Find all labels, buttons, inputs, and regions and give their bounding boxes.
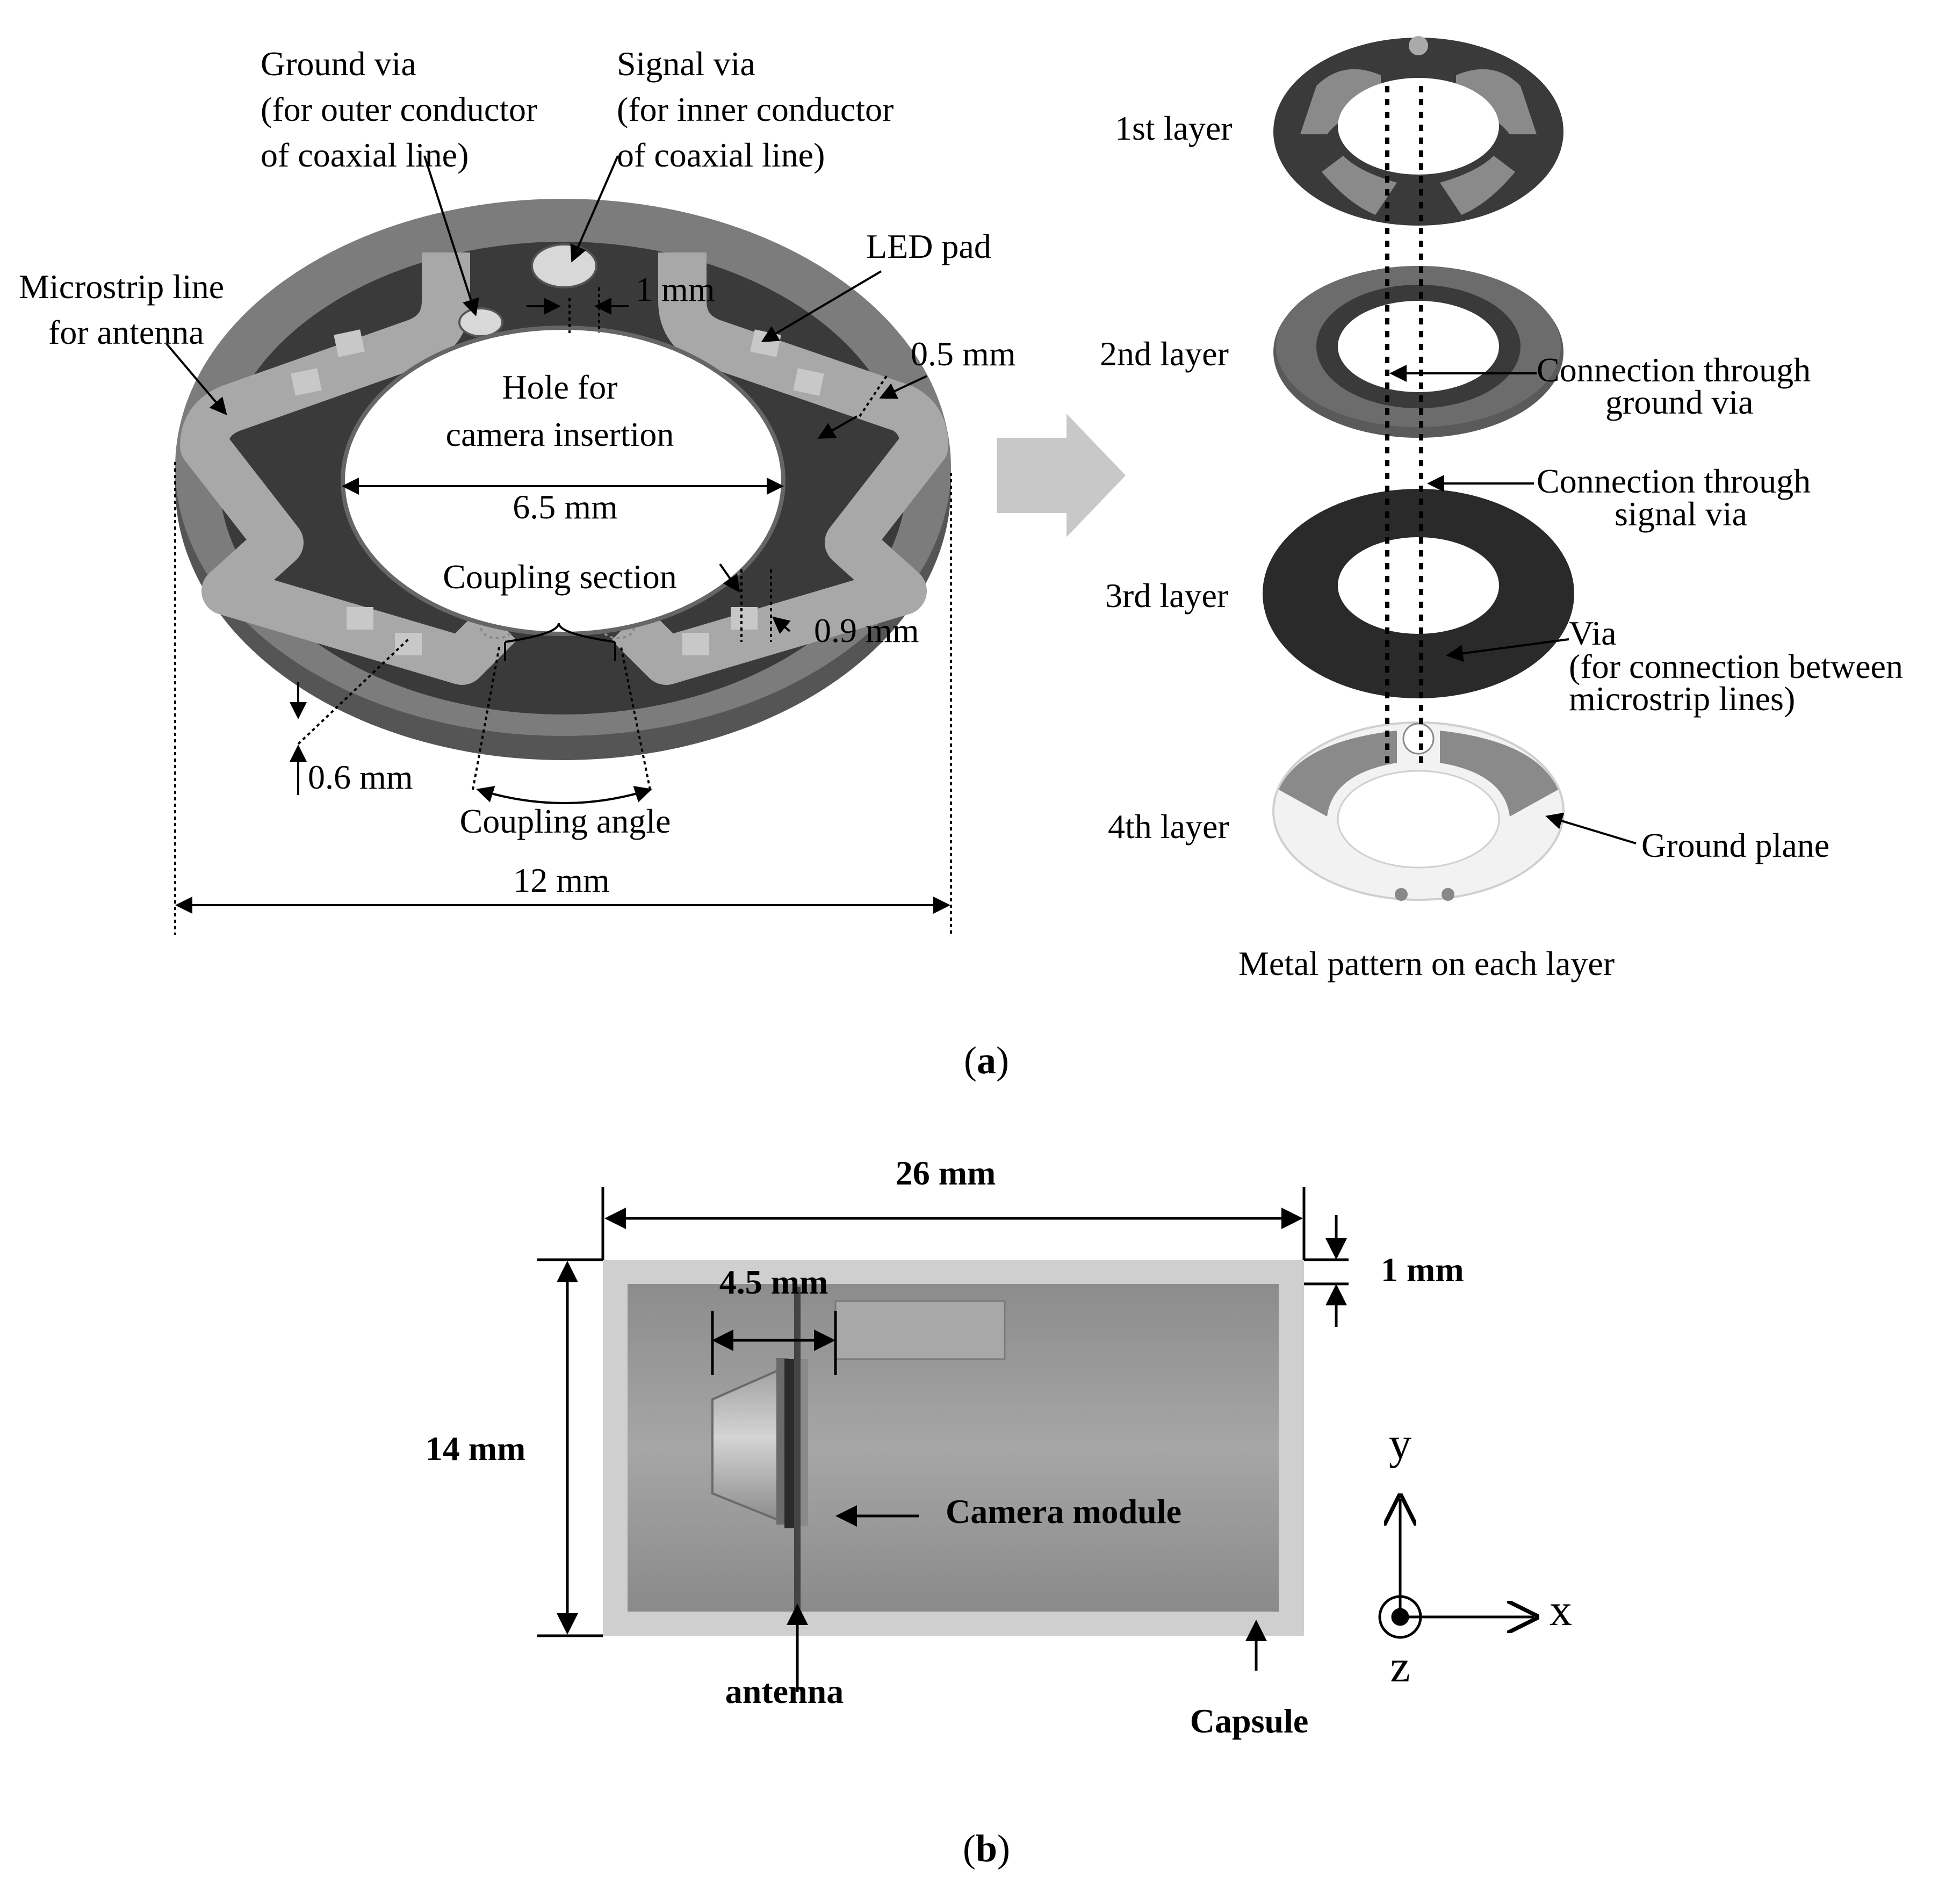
microstrip-label-line1: Microstrip line: [19, 268, 224, 306]
layer-stack-leaders: [1389, 365, 1637, 844]
capsule-illustration: [603, 1260, 1304, 1636]
transition-arrow: [997, 414, 1126, 537]
coupling-section-label: Coupling section: [443, 558, 677, 596]
led-pad-label: LED pad: [866, 227, 991, 265]
thickness-dimension: 0.6 mm: [308, 758, 413, 796]
panel-a-labels: Ground via (for outer conductor of coaxi…: [19, 45, 1016, 899]
panel-b-label-letter: b: [976, 1827, 997, 1870]
led-size-dimension: 0.9 mm: [814, 611, 919, 649]
via-between-label-line1: Via: [1569, 614, 1617, 652]
hole-diameter-dimension: 6.5 mm: [513, 488, 618, 526]
coupling-angle-label: Coupling angle: [460, 802, 671, 840]
via-gap-dimension: 1 mm: [636, 270, 715, 308]
x-axis-label: x: [1550, 1585, 1572, 1635]
signal-via-label-line3: of coaxial line): [617, 136, 825, 174]
layer-stack-labels: 1st layer 2nd layer 3rd layer 4th layer …: [1100, 109, 1903, 983]
antenna-label: antenna: [725, 1672, 844, 1710]
signal-via-label-line2: (for inner conductor: [617, 90, 893, 128]
via-between-label-line2: (for connection between: [1569, 647, 1903, 685]
signal-connection-label-line2: signal via: [1615, 495, 1747, 533]
layer-4-label: 4th layer: [1108, 807, 1229, 846]
microstrip-label-line2: for antenna: [48, 313, 204, 351]
via-between-label-line3: microstrip lines): [1569, 680, 1795, 718]
ground-connection-label-line1: Connection through: [1537, 351, 1811, 389]
signal-connection-label-line1: Connection through: [1537, 462, 1811, 500]
panel-a-leaders: [165, 155, 952, 935]
ground-via-label-line1: Ground via: [261, 45, 416, 83]
capsule-label: Capsule: [1190, 1702, 1309, 1740]
ground-connection-label-line2: ground via: [1605, 383, 1754, 421]
layer-1-label: 1st layer: [1115, 109, 1233, 147]
panel-b-label-open: (: [963, 1827, 976, 1870]
metal-pattern-caption: Metal pattern on each layer: [1238, 944, 1615, 983]
layer-3-label: 3rd layer: [1105, 576, 1228, 615]
length-dimension: 26 mm: [896, 1154, 996, 1192]
diameter-dimension: 14 mm: [426, 1429, 526, 1468]
panel-a-label: (a): [964, 1039, 1009, 1082]
panel-a-label-letter: a: [977, 1039, 996, 1082]
ring-antenna-illustration: [175, 199, 951, 760]
outer-diameter-dimension: 12 mm: [513, 861, 610, 899]
panel-b-leaders: [537, 1187, 1349, 1692]
coordinate-axes: [1378, 1499, 1534, 1639]
layer-2-label: 2nd layer: [1100, 335, 1229, 373]
panel-a-label-open: (: [964, 1039, 977, 1082]
axis-labels: y x z: [1389, 1419, 1572, 1692]
ground-via-label-line2: (for outer conductor: [261, 90, 537, 128]
offset-dimension: 4.5 mm: [719, 1263, 828, 1301]
signal-via-label-line1: Signal via: [617, 45, 755, 83]
y-axis-label: y: [1389, 1419, 1411, 1469]
panel-b-labels: 26 mm 1 mm 14 mm 4.5 mm Camera module an…: [426, 1154, 1464, 1740]
panel-b-label: (b): [963, 1827, 1010, 1870]
ground-plane-label: Ground plane: [1641, 826, 1829, 864]
panel-a-label-close: ): [996, 1039, 1009, 1082]
panel-b-label-close: ): [997, 1827, 1010, 1870]
led-pads: [291, 329, 824, 655]
wall-dimension: 1 mm: [1381, 1251, 1464, 1289]
layer-stack: [1263, 36, 1574, 901]
camera-module-label: Camera module: [946, 1492, 1181, 1530]
led-offset-dimension: 0.5 mm: [911, 335, 1016, 373]
ground-via-label-line3: of coaxial line): [261, 136, 469, 174]
z-axis-label: z: [1390, 1642, 1410, 1692]
hole-label-line1: Hole for: [502, 368, 617, 406]
hole-label-line2: camera insertion: [446, 415, 674, 453]
